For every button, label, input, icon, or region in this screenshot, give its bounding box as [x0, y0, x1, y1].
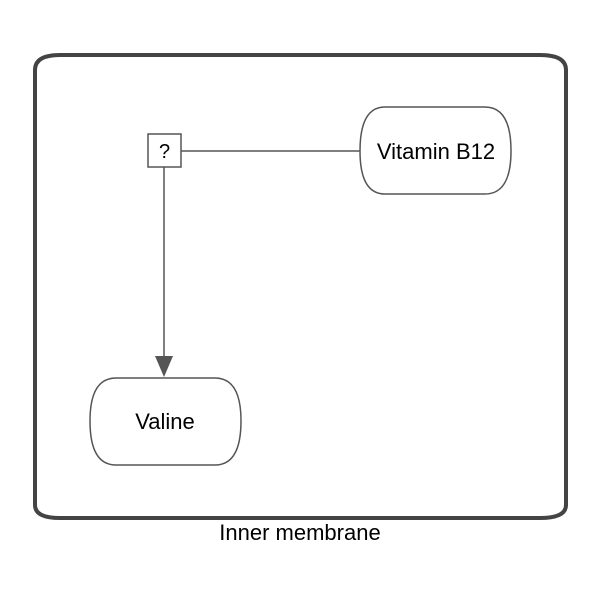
- process-node-label: ?: [159, 141, 170, 163]
- valine-node[interactable]: Valine: [89, 377, 242, 466]
- process-node-box: [147, 133, 182, 168]
- arrowhead-to-valine: [155, 356, 173, 377]
- valine-node-shape: [89, 377, 242, 466]
- valine-node-label: Valine: [135, 409, 195, 434]
- vitamin-b12-node-label: Vitamin B12: [377, 139, 495, 164]
- vitamin-b12-node-shape: [359, 106, 512, 195]
- vitamin-b12-node[interactable]: Vitamin B12: [359, 106, 512, 195]
- compartment-label: Inner membrane: [219, 520, 380, 545]
- process-node[interactable]: ?: [147, 133, 182, 168]
